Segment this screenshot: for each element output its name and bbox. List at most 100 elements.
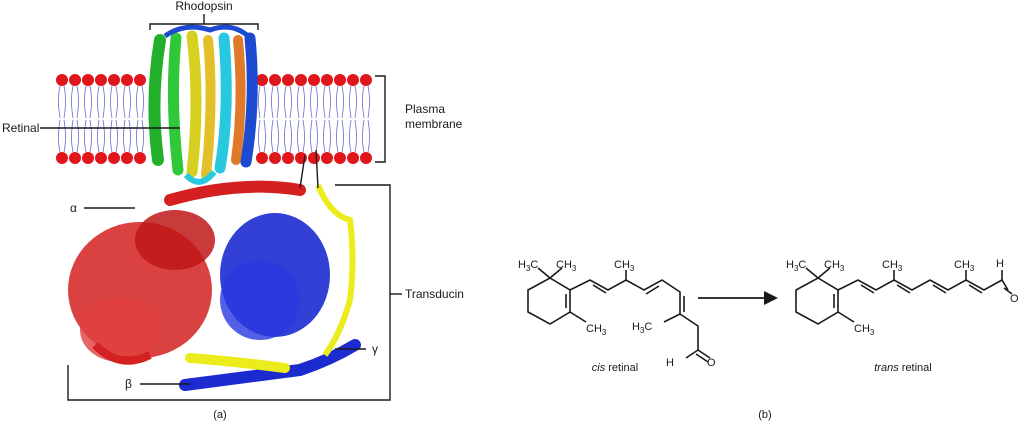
svg-text:H3C: H3C	[632, 321, 652, 335]
lipid-tail	[349, 119, 352, 153]
lipid-tail	[310, 85, 313, 119]
lipid-tail	[76, 85, 79, 119]
lipid-tail	[63, 85, 66, 119]
lipid-tail	[123, 85, 126, 119]
rhodopsin-protein	[148, 24, 258, 185]
plasma-membrane-bracket	[375, 75, 386, 163]
lipid-tail	[336, 119, 339, 153]
lipid-tail	[71, 119, 74, 153]
lipid-tail	[284, 85, 287, 119]
lipid-tail	[297, 119, 300, 153]
lipid-tail	[141, 119, 144, 153]
svg-text:CH3: CH3	[614, 259, 635, 273]
lipid-tail	[302, 119, 305, 153]
lipid-tail	[115, 119, 118, 153]
lipid-tail	[84, 85, 87, 119]
lipid-head	[308, 152, 320, 164]
lipid-tail	[63, 119, 66, 153]
lipid-tail	[58, 85, 61, 119]
lipid-head	[347, 152, 359, 164]
lipid-head	[121, 152, 133, 164]
panel-b-caption: (b)	[758, 409, 771, 421]
plasma-membrane-label-1: Plasma	[405, 102, 445, 116]
svg-text:H: H	[666, 357, 674, 369]
lipid-tail	[136, 119, 139, 153]
lipid-head	[56, 152, 68, 164]
lipid-tail	[128, 119, 131, 153]
svg-text:CH3: CH3	[556, 259, 577, 273]
lipid-tail	[276, 119, 279, 153]
transducin-label: Transducin	[405, 287, 464, 301]
lipid-tail	[123, 119, 126, 153]
lipid-tail	[102, 85, 105, 119]
lipid-tail	[341, 119, 344, 153]
lipid-tail	[297, 85, 300, 119]
lipid-tail	[323, 85, 326, 119]
lipid-tail	[289, 119, 292, 153]
svg-text:H3C: H3C	[786, 259, 806, 273]
lipid-head	[282, 74, 294, 86]
panel-b: H3C CH3 CH3 CH3 H3C H O cis retinal	[518, 258, 1019, 421]
svg-text:H3C: H3C	[518, 259, 538, 273]
lipid-head	[134, 74, 146, 86]
alpha-label: α	[70, 201, 77, 215]
panel-a-caption: (a)	[213, 409, 226, 421]
svg-text:CH3: CH3	[586, 323, 607, 337]
trans-retinal-label: trans retinal	[874, 362, 932, 374]
beta-label: β	[125, 377, 132, 391]
lipid-anchor-linker	[299, 154, 306, 189]
lipid-head	[82, 152, 94, 164]
lipid-tail	[128, 85, 131, 119]
lipid-head	[95, 152, 107, 164]
lipid-tail	[349, 85, 352, 119]
lipid-tail	[71, 85, 74, 119]
lipid-tail	[302, 85, 305, 119]
lipid-tail	[323, 119, 326, 153]
lipid-tail	[341, 85, 344, 119]
plasma-membrane-label-2: membrane	[405, 117, 463, 131]
retinal-label: Retinal	[2, 121, 39, 135]
lipid-head	[282, 152, 294, 164]
lipid-head	[347, 74, 359, 86]
trans-retinal-structure: H3C CH3 CH3 CH3 CH3 H O	[786, 258, 1019, 337]
svg-text:CH3: CH3	[954, 259, 975, 273]
lipid-tail	[367, 85, 370, 119]
lipid-tail	[315, 119, 318, 153]
lipid-tail	[258, 85, 261, 119]
gamma-label: γ	[372, 342, 378, 356]
lipid-tail	[141, 85, 144, 119]
lipid-head	[334, 152, 346, 164]
lipid-head	[256, 152, 268, 164]
svg-text:O: O	[1010, 293, 1019, 305]
reaction-arrow	[698, 291, 778, 305]
svg-text:CH3: CH3	[854, 323, 875, 337]
lipid-tail	[97, 85, 100, 119]
transducin-gamma-subunit	[185, 183, 356, 373]
svg-text:O: O	[707, 357, 716, 369]
lipid-tail	[271, 85, 274, 119]
cis-retinal-label: cis retinal	[592, 362, 638, 374]
lipid-head	[269, 152, 281, 164]
lipid-tail	[276, 85, 279, 119]
lipid-tail	[89, 85, 92, 119]
svg-text:CH3: CH3	[882, 259, 903, 273]
lipid-tail	[136, 85, 139, 119]
lipid-tail	[115, 85, 118, 119]
panel-a: Rhodopsin Retinal Plasma membrane Transd…	[2, 0, 464, 421]
lipid-head	[308, 74, 320, 86]
lipid-tail	[110, 85, 113, 119]
lipid-head	[295, 74, 307, 86]
lipid-tail	[263, 85, 266, 119]
lipid-tail	[97, 119, 100, 153]
lipid-tail	[362, 85, 365, 119]
lipid-head	[108, 74, 120, 86]
cis-retinal-structure: H3C CH3 CH3 CH3 H3C H O	[518, 259, 716, 369]
plasma-membrane-bilayer	[56, 74, 372, 164]
lipid-tail	[271, 119, 274, 153]
lipid-head	[56, 74, 68, 86]
lipid-tail	[336, 85, 339, 119]
lipid-head	[69, 152, 81, 164]
lipid-tail	[284, 119, 287, 153]
lipid-tail	[354, 85, 357, 119]
lipid-tail	[263, 119, 266, 153]
